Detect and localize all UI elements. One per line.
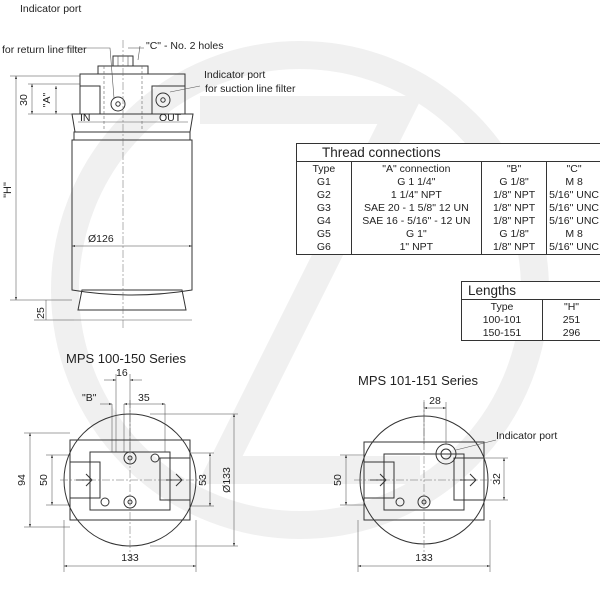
- right-outlet: [453, 457, 485, 501]
- dim-a: "A": [41, 93, 53, 108]
- return-indicator-port: [110, 96, 126, 112]
- table-cell: 1/8" NPT: [480, 241, 547, 254]
- table-cell: 5/16" UNC: [546, 189, 600, 202]
- table-cell: 1/8" NPT: [480, 189, 547, 202]
- table-cell: G 1 1/4": [350, 176, 482, 189]
- thread-table-title: Thread connections: [297, 144, 600, 162]
- table-cell: 5/16" UNC: [546, 215, 600, 228]
- table-row: G6 1" NPT 1/8" NPT 5/16" UNC: [297, 241, 600, 254]
- table-row: 150-151 296: [462, 327, 600, 340]
- label-indicator-suction-2: for suction line filter: [205, 83, 296, 95]
- label-indicator-return-2: for return line filter: [2, 44, 87, 56]
- top-view-100-150: [24, 374, 238, 572]
- table-cell: 1/8" NPT: [480, 215, 547, 228]
- dim-50-left: 50: [38, 474, 50, 486]
- table-cell: 251: [542, 314, 600, 327]
- suction-indicator-port: [155, 92, 171, 108]
- thread-header-a: "A" connection: [350, 162, 482, 176]
- table-cell: 100-101: [482, 314, 522, 326]
- lengths-header-h: "H": [542, 300, 600, 314]
- left-outlet: [159, 457, 191, 501]
- table-cell: 150-151: [482, 327, 522, 339]
- dim-133-dia: Ø133: [221, 467, 233, 493]
- dim-h: "H": [2, 182, 14, 198]
- table-cell: G2: [316, 189, 331, 201]
- dim-53: 53: [197, 474, 209, 486]
- canister: [71, 139, 193, 296]
- table-cell: G4: [316, 215, 331, 227]
- lengths-header-type: Type: [490, 301, 514, 313]
- lengths-table-header: Type "H": [462, 300, 600, 314]
- series-left-title: MPS 100-150 Series: [66, 351, 186, 366]
- table-cell: 296: [542, 327, 600, 340]
- dim-133-right: 133: [415, 552, 433, 564]
- table-row: G1 G 1 1/4" G 1/8" M 8: [297, 176, 600, 189]
- table-cell: M 8: [546, 176, 600, 189]
- label-indicator-port: Indicator port: [496, 430, 557, 442]
- inlet-boss: [79, 85, 101, 115]
- canister-bottom: [77, 289, 187, 311]
- table-cell: M 8: [546, 228, 600, 241]
- thread-header-b: "B": [480, 162, 547, 176]
- table-row: G3 SAE 20 - 1 5/8" 12 UN 1/8" NPT 5/16" …: [297, 202, 600, 215]
- table-cell: G 1/8": [480, 176, 547, 189]
- lengths-table: Lengths Type "H" 100-101 251 150-151 296: [461, 281, 600, 341]
- table-row: G4 SAE 16 - 5/16" - 12 UN 1/8" NPT 5/16"…: [297, 215, 600, 228]
- label-holes: "C" - No. 2 holes: [146, 40, 223, 52]
- table-cell: G3: [316, 202, 331, 214]
- dim-30: 30: [18, 94, 30, 106]
- label-indicator-return-1: Indicator port: [20, 3, 81, 15]
- label-port-out: OUT: [159, 112, 182, 124]
- table-cell: SAE 20 - 1 5/8" 12 UN: [350, 202, 482, 215]
- table-cell: G5: [316, 228, 331, 240]
- thread-header-c: "C": [546, 162, 600, 176]
- thread-connections-table: Thread connections Type "A" connection "…: [296, 143, 600, 255]
- dim-25: 25: [35, 307, 47, 319]
- dim-133-left: 133: [121, 552, 139, 564]
- table-cell: G 1/8": [480, 228, 547, 241]
- table-cell: G1: [316, 176, 331, 188]
- series-right-title: MPS 101-151 Series: [358, 373, 478, 388]
- table-row: G2 1 1/4" NPT 1/8" NPT 5/16" UNC: [297, 189, 600, 202]
- thread-header-type: Type: [312, 163, 336, 175]
- table-cell: 1" NPT: [350, 241, 482, 254]
- label-indicator-suction-1: Indicator port: [204, 69, 265, 81]
- thread-table-header: Type "A" connection "B" "C": [297, 162, 600, 176]
- table-row: 100-101 251: [462, 314, 600, 327]
- table-row: G5 G 1" G 1/8" M 8: [297, 228, 600, 241]
- table-cell: G6: [316, 241, 331, 253]
- lengths-table-title: Lengths: [462, 282, 600, 300]
- dim-35: 35: [138, 392, 150, 404]
- dim-28: 28: [429, 395, 441, 407]
- side-view: [10, 40, 201, 330]
- table-cell: 5/16" UNC: [546, 202, 600, 215]
- table-cell: 1 1/4" NPT: [350, 189, 482, 202]
- table-cell: SAE 16 - 5/16" - 12 UN: [350, 215, 482, 228]
- table-cell: 5/16" UNC: [546, 241, 600, 254]
- table-cell: G 1": [350, 228, 482, 241]
- top-view-101-151: [340, 400, 508, 572]
- dim-94: 94: [16, 474, 28, 486]
- table-cell: 1/8" NPT: [480, 202, 547, 215]
- dim-16: 16: [116, 367, 128, 379]
- dim-50-right: 50: [332, 474, 344, 486]
- dim-b: "B": [82, 392, 97, 404]
- dim-32: 32: [491, 473, 503, 485]
- dim-126: Ø126: [88, 233, 114, 245]
- label-port-in: IN: [80, 112, 91, 124]
